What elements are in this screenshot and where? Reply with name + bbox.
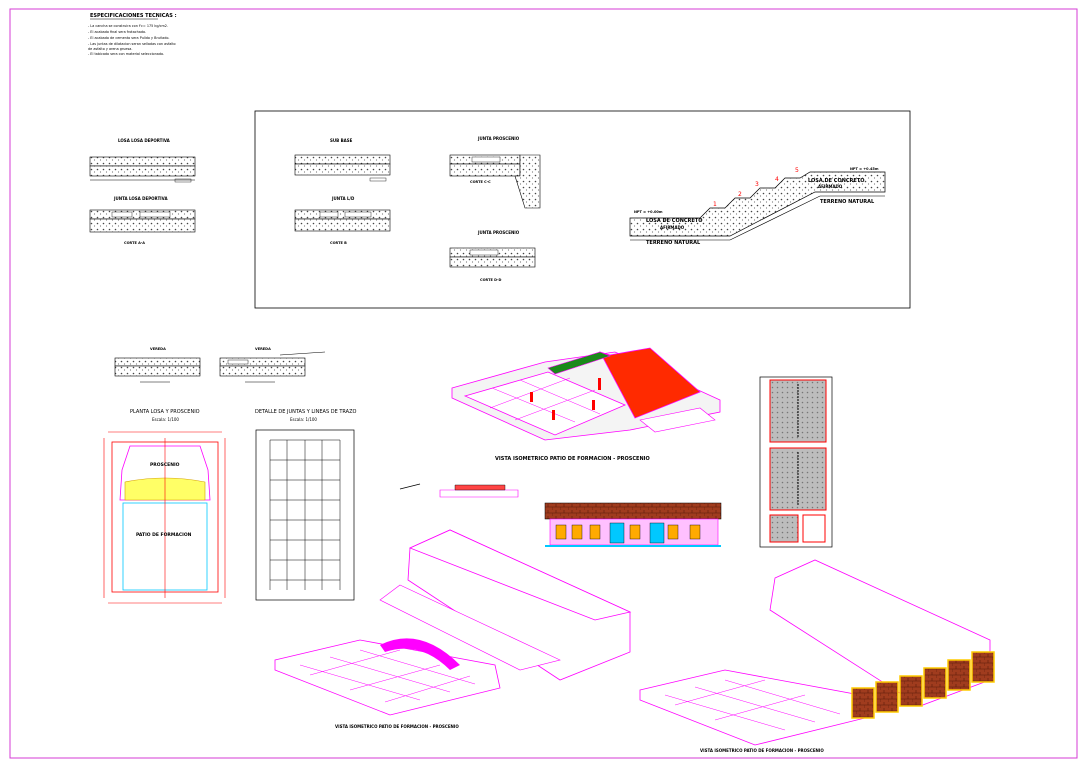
section-title: JUNTA PROSCENIO (477, 136, 520, 141)
section-losa-deportiva: LOSA LOSA DEPORTIVA (89, 138, 196, 183)
label-losa-top: LOSA DE CONCRETO (808, 178, 864, 184)
view-caption: VISTA ISOMETRICO PATIO DE FORMACION - PR… (495, 456, 650, 462)
isometric-view-2: VISTA ISOMETRICO PATIO DE FORMACION - PR… (274, 529, 632, 729)
view-caption: VISTA ISOMETRICO PATIO DE FORMACION - PR… (700, 748, 824, 753)
section-title: JUNTA LOSA DEPORTIVA (113, 196, 168, 201)
isometric-view-3: VISTA ISOMETRICO PATIO DE FORMACION - PR… (639, 559, 995, 753)
sheet-frame (9, 8, 1078, 759)
section-junta-proscenio-2: JUNTA PROSCENIO CORTE D-D (449, 230, 536, 282)
proscenio-label: PROSCENIO (150, 462, 180, 468)
plan-scale: Escala: 1/100 (152, 417, 179, 422)
plan-losa-proscenio: PLANTA LOSA Y PROSCENIO Escala: 1/100 PR… (103, 409, 226, 604)
section-caption: CORTE B (330, 241, 347, 245)
section-caption: CORTE D-D (480, 278, 502, 282)
notes-line: - El acabado final sera frotachado. (88, 30, 146, 34)
section-vereda-1: VEREDA (114, 347, 201, 383)
section-junta-losa: JUNTA LOSA DEPORTIVA CORTE A-A (89, 196, 196, 245)
step-number: 3 (755, 181, 759, 188)
patio-label: PATIO DE FORMACION (136, 532, 192, 538)
step-number: 4 (775, 176, 779, 183)
label-afirmado-top: AFIRMADO (818, 184, 843, 189)
section-vereda-2: VEREDA (219, 347, 326, 383)
section-title: SUB BASE (330, 138, 353, 143)
step-number: 5 (795, 167, 799, 174)
stepped-profile: 1 2 3 4 5 NPT = +0.45m NPT = +0.00m LOSA… (629, 167, 886, 246)
step-number: 1 (713, 201, 717, 208)
small-section-details (399, 483, 519, 498)
detail-box (254, 110, 911, 309)
npt-bottom: NPT = +0.00m (634, 210, 663, 214)
notes-title: ESPECIFICACIONES TECNICAS : (90, 13, 177, 19)
notes-line: - El acabado de cemento sera Pulido y Br… (88, 36, 169, 40)
building-elevation (544, 502, 722, 547)
joints-scale: Escala: 1/100 (290, 417, 317, 422)
label-afirmado-bottom: AFIRMADO (660, 225, 685, 230)
section-title: VEREDA (150, 347, 166, 351)
label-terreno-top: TERRENO NATURAL (820, 199, 875, 205)
notes-line: de asfalto y arena gruesa. (88, 47, 132, 51)
notes-line: - Las juntas de dilatacion seran sellada… (88, 42, 176, 46)
label-terreno-bottom: TERRENO NATURAL (646, 240, 701, 246)
section-junta-ld: JUNTA L/D CORTE B (294, 196, 391, 245)
notes-line: - La cancha se construira con f'c= 175 k… (88, 24, 168, 28)
section-title: VEREDA (255, 347, 271, 351)
label-losa-bottom: LOSA DE CONCRETO (646, 218, 702, 224)
plan-top-right (759, 376, 833, 548)
section-title: JUNTA L/D (331, 196, 355, 201)
view-caption: VISTA ISOMETRICO PATIO DE FORMACION - PR… (335, 724, 459, 729)
specifications-notes: ESPECIFICACIONES TECNICAS : - La cancha … (88, 13, 177, 56)
joints-title: DETALLE DE JUNTAS Y LINEAS DE TRAZO (255, 409, 356, 415)
section-sub-base: SUB BASE (294, 138, 391, 182)
plan-joints-detail: DETALLE DE JUNTAS Y LINEAS DE TRAZO Esca… (255, 409, 356, 601)
section-junta-proscenio: JUNTA PROSCENIO CORTE C-C (449, 136, 541, 209)
plan-title: PLANTA LOSA Y PROSCENIO (130, 409, 200, 415)
notes-line: - El tabicado sera con material seleccio… (88, 52, 164, 56)
step-number: 2 (738, 191, 742, 198)
section-caption: CORTE C-C (470, 180, 491, 184)
isometric-view-1: VISTA ISOMETRICO PATIO DE FORMACION - PR… (451, 347, 721, 462)
section-caption: CORTE A-A (124, 241, 145, 245)
section-title: JUNTA PROSCENIO (477, 230, 520, 235)
section-title: LOSA LOSA DEPORTIVA (118, 138, 171, 143)
npt-top: NPT = +0.45m (850, 167, 879, 171)
